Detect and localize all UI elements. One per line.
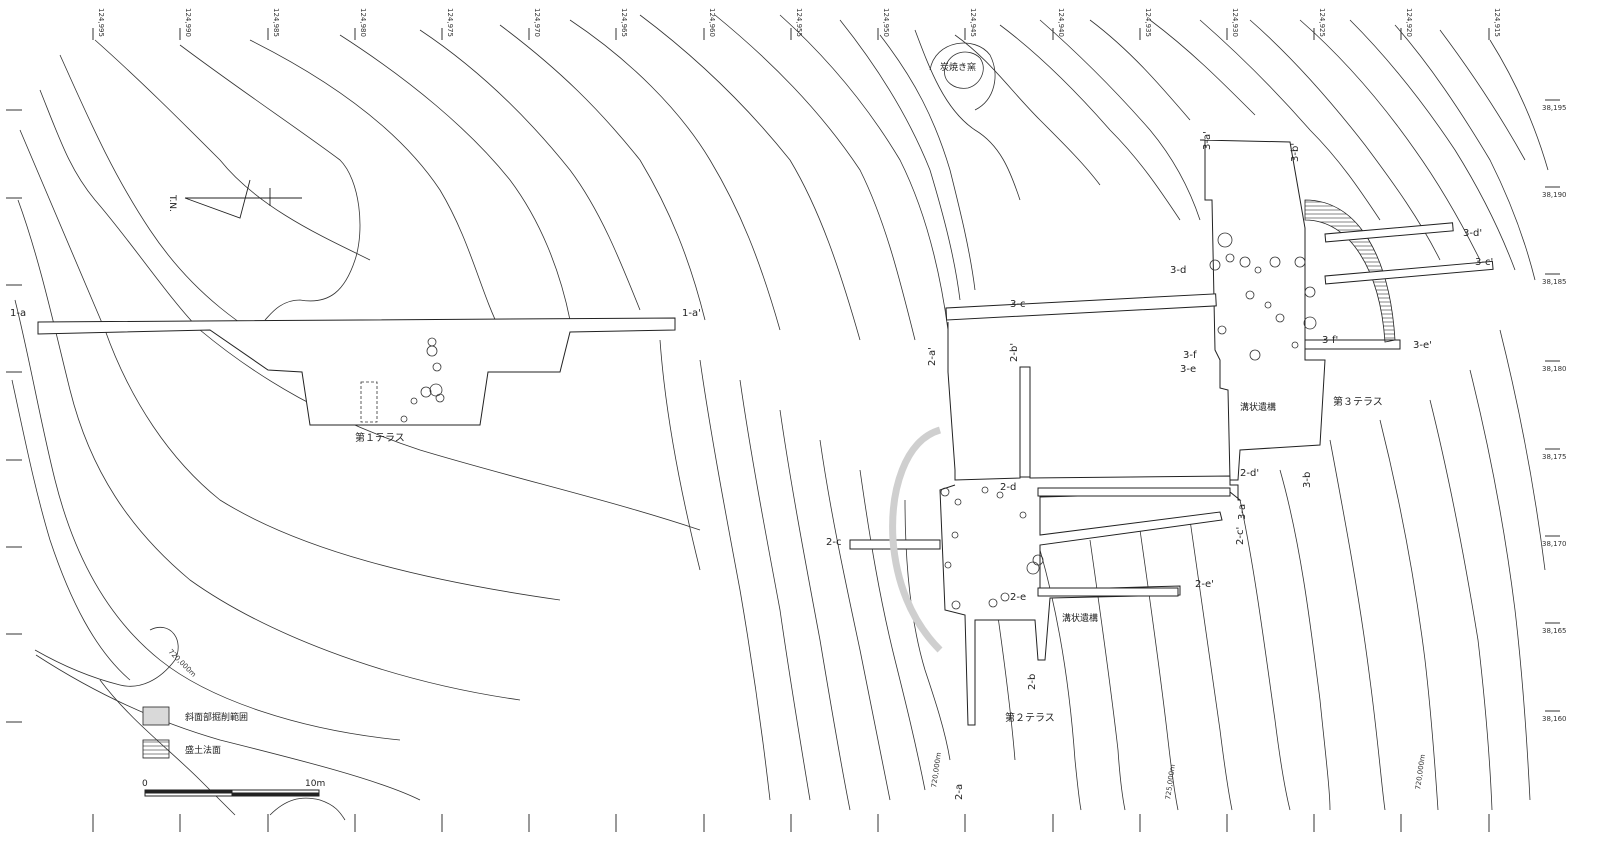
scale-zero: 0 (142, 779, 148, 789)
section-1a: 1-a (10, 308, 26, 319)
right-coord-0: 38,195 (1542, 104, 1567, 112)
section-3f-prime: 3-f' (1322, 335, 1338, 346)
top-coord-14: 124,925 (1318, 8, 1326, 37)
terrace2-trench (939, 322, 1242, 726)
ditch-lower-label: 溝状遺構 (1062, 612, 1098, 624)
terrace1-trench (37, 317, 676, 426)
section-2a-prime: 2-a' (927, 347, 938, 366)
legend-slope-swatch (142, 706, 170, 726)
right-coord-4: 38,175 (1542, 453, 1567, 461)
top-coord-0: 124,995 (97, 8, 105, 37)
section-3c-prime: 3-c' (1475, 257, 1493, 268)
legend-fill-label: 盛土法面 (185, 744, 221, 756)
terrace3-label: 第３テラス (1333, 395, 1383, 408)
legend: 斜面部掘削範囲 盛土法面 (142, 706, 248, 759)
kiln-mound (929, 42, 996, 111)
terrace1-pits (360, 337, 445, 423)
top-coord-1: 124,990 (184, 8, 192, 37)
terrace3-stones (1209, 232, 1317, 361)
right-coord-5: 38,170 (1542, 540, 1567, 548)
top-coord-8: 124,955 (795, 8, 803, 37)
section-2e: 2-e (1010, 592, 1026, 603)
section-2b-prime: 2-b' (1009, 343, 1020, 362)
top-coord-16: 124,915 (1493, 8, 1501, 37)
bottom-grid-ticks (92, 814, 1490, 832)
north-arrow-icon (184, 179, 302, 219)
section-3f: 3-f (1183, 350, 1197, 361)
ditch-upper-label: 溝状遺構 (1240, 401, 1276, 413)
right-coord-labels: 38,195 38,190 38,185 38,180 38,175 38,17… (1542, 104, 1567, 723)
section-2d-prime: 2-d' (1240, 468, 1259, 479)
contour-label-4: 720,000m (930, 752, 943, 789)
section-3d-prime: 3-d' (1463, 228, 1482, 239)
top-coord-9: 124,950 (882, 8, 890, 37)
section-2c: 2-c (826, 537, 841, 548)
section-3e: 3-e (1180, 364, 1196, 375)
section-2b: 2-b (1027, 674, 1038, 690)
terrace3-trench (945, 139, 1401, 481)
top-coord-5: 124,970 (533, 8, 541, 37)
contour-label-3: 720,000m (1414, 754, 1427, 791)
section-1a-prime: 1-a' (682, 308, 701, 319)
section-2e-prime: 2-e' (1195, 579, 1214, 590)
section-3e-prime: 3-e' (1413, 340, 1432, 351)
terrace2-pits (940, 486, 1044, 610)
top-coord-15: 124,920 (1405, 8, 1413, 37)
top-coord-2: 124,985 (272, 8, 280, 37)
top-grid-ticks (92, 28, 1490, 40)
right-coord-6: 38,165 (1542, 627, 1567, 635)
right-coord-2: 38,185 (1542, 278, 1567, 286)
right-coord-7: 38,160 (1542, 715, 1567, 723)
north-label: T.N. (167, 194, 177, 212)
top-coord-labels: 124,995 124,990 124,985 124,980 124,975 … (97, 8, 1501, 37)
terrace2-label: 第２テラス (1005, 711, 1055, 724)
section-3b-prime: 3-b' (1290, 143, 1301, 162)
section-2d: 2-d (1000, 482, 1016, 493)
section-3b: 3-b (1302, 472, 1313, 488)
top-coord-13: 124,930 (1231, 8, 1239, 37)
right-coord-1: 38,190 (1542, 191, 1567, 199)
contour-lines (11, 14, 1549, 821)
section-3d: 3-d (1170, 265, 1186, 276)
top-coord-4: 124,975 (446, 8, 454, 37)
contour-label-1: 720,000m (167, 648, 198, 679)
section-3a-prime: 3-a' (1202, 131, 1213, 150)
right-grid-ticks (1545, 99, 1560, 712)
left-grid-ticks (6, 109, 22, 723)
terrace1-label: 第１テラス (355, 431, 405, 444)
top-coord-6: 124,965 (620, 8, 628, 37)
top-coord-3: 124,980 (359, 8, 367, 37)
right-coord-3: 38,180 (1542, 365, 1567, 373)
terrace3-stripes (1324, 222, 1494, 285)
section-3a: 3-a (1237, 504, 1248, 520)
top-coord-10: 124,945 (969, 8, 977, 37)
top-coord-12: 124,935 (1144, 8, 1152, 37)
top-coord-7: 124,960 (708, 8, 716, 37)
section-2c-prime: 2-c' (1235, 527, 1246, 545)
legend-fill-swatch (142, 739, 170, 759)
kiln-label: 炭焼き窯 (940, 61, 976, 73)
section-2a: 2-a (954, 784, 965, 800)
legend-slope-label: 斜面部掘削範囲 (185, 711, 248, 723)
scale-bar (144, 789, 320, 797)
top-coord-11: 124,940 (1057, 8, 1065, 37)
section-3c: 3-c (1010, 299, 1025, 310)
scale-ten: 10m (305, 779, 325, 789)
terrace2-slope (889, 426, 943, 653)
